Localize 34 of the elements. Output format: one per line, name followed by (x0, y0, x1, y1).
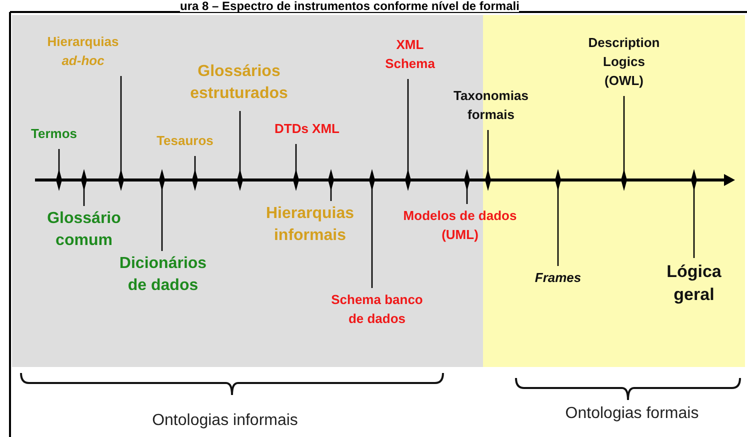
group-label: Ontologias informais (151, 411, 299, 430)
spectrum-label: Hierarquias ad-hoc (38, 32, 128, 70)
spectrum-label: Taxonomias formais (441, 86, 541, 124)
spectrum-label: XML Schema (380, 35, 440, 73)
spectrum-label: Glossários estruturados (184, 61, 294, 105)
leader-line (405, 79, 411, 191)
leader-line (691, 169, 697, 258)
spectrum-label: Modelos de dados (UML) (385, 206, 535, 244)
leader-line (159, 169, 165, 251)
spectrum-label: Glossário comum (44, 208, 124, 252)
leader-line (369, 169, 375, 288)
leader-line (81, 169, 87, 206)
group-label: Ontologias formais (564, 404, 700, 423)
leader-line (56, 149, 62, 191)
spectrum-label: Schema banco de dados (322, 290, 432, 328)
axis-arrow (35, 174, 735, 186)
spectrum-label: Lógica geral (659, 260, 729, 306)
spectrum-label: Hierarquias informais (260, 203, 360, 247)
leader-line (328, 169, 334, 201)
leader-line (485, 130, 491, 191)
spectrum-label: Description Logics (OWL) (582, 33, 666, 90)
spectrum-label: DTDs XML (267, 119, 347, 138)
spectrum-label: Frames (523, 268, 593, 287)
figure-title: ura 8 – Espectro de instrumentos conforme nível de formali (180, 0, 520, 12)
leader-line (464, 169, 470, 204)
leader-line (555, 169, 561, 266)
spectrum-label: Dicionários de dados (113, 253, 213, 297)
leader-line (621, 96, 627, 191)
spectrum-label: Tesauros (145, 131, 225, 150)
leader-line (293, 144, 299, 191)
leader-line (118, 76, 124, 191)
leader-line (192, 156, 198, 191)
leader-line (237, 111, 243, 191)
spectrum-label: Termos (19, 124, 89, 143)
